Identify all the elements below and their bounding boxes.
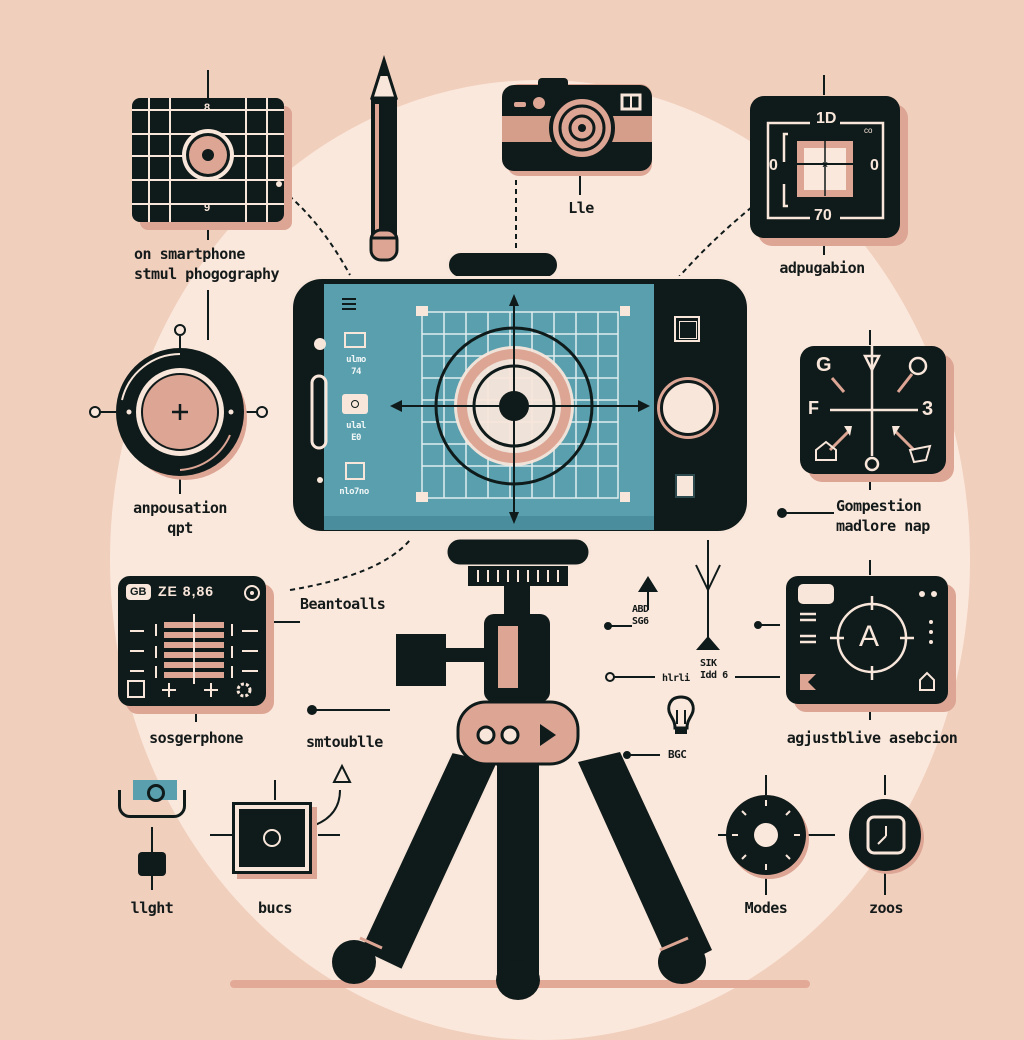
antenna-triangle-icon xyxy=(696,636,720,650)
warning-triangle-icon xyxy=(332,763,352,783)
settings-readout: ZE 8,86 xyxy=(158,583,215,599)
settings-icon[interactable] xyxy=(675,474,695,498)
composition-compass-icon xyxy=(815,346,932,472)
adjust-top-value: 1D xyxy=(816,110,837,127)
light-toggle[interactable] xyxy=(118,780,186,818)
shield-tag[interactable] xyxy=(798,584,834,604)
composition-left-glyph: F xyxy=(808,398,819,418)
composition-card[interactable]: G F 3 xyxy=(800,346,946,474)
lightbulb-icon xyxy=(667,695,695,734)
grid-card[interactable]: 8 9 xyxy=(132,98,284,222)
grid-top-value: 8 xyxy=(204,102,211,114)
smartphone[interactable]: ulmo 74 ulal E0 nlo7no xyxy=(290,276,750,536)
adjust-left-value: 0 xyxy=(769,157,778,174)
mount-b-label: SIK Idd 6 xyxy=(700,658,728,681)
screen-label-1: ulmo 74 xyxy=(346,355,366,377)
up-arrow-icon xyxy=(638,576,658,592)
slider-label: smtoublle xyxy=(306,733,383,751)
settings-sliders xyxy=(127,585,260,698)
mount-a-label: ABD SG6 xyxy=(632,604,649,627)
bulb-label: BGC xyxy=(668,748,687,761)
screen-label-2: ulal E0 xyxy=(346,421,366,443)
adjust-corner-tag: co xyxy=(864,126,873,135)
record-icon[interactable] xyxy=(342,394,368,414)
lens-dial-icon[interactable] xyxy=(80,320,280,520)
auto-card[interactable]: A xyxy=(786,576,948,704)
camera-icon[interactable] xyxy=(502,78,652,176)
mount-c-label: hlrli xyxy=(662,673,690,684)
zoom-watch-icon[interactable] xyxy=(846,796,926,876)
lens-dial-label: anpousation qpt xyxy=(133,499,227,537)
tripod xyxy=(320,530,720,1000)
adjust-bottom-value: 70 xyxy=(814,207,832,224)
svg-text:×: × xyxy=(822,160,828,171)
adjust-card-label: adpugabion xyxy=(779,259,865,277)
autofocus-reticle-icon xyxy=(800,591,937,691)
pencil-icon xyxy=(369,55,399,262)
bucs-label: bucs xyxy=(257,899,293,917)
modes-dial-icon[interactable] xyxy=(720,790,810,880)
crop-frame-icon: × xyxy=(766,121,885,220)
menu-icon[interactable] xyxy=(342,298,356,310)
shutter-button[interactable] xyxy=(660,380,716,436)
grid-focus-icon xyxy=(132,98,284,222)
settings-card[interactable]: GB ZE 8,86 xyxy=(118,576,266,706)
adjust-card[interactable]: × 1D 70 0 0 co xyxy=(750,96,900,238)
beantoalls-label: Beantoalls xyxy=(300,595,386,613)
frame-icon[interactable] xyxy=(344,332,366,348)
grid-bottom-value: 9 xyxy=(204,202,211,214)
modes-label: Modes xyxy=(744,899,788,917)
screen-overlay xyxy=(310,294,650,524)
zoos-label: zoos xyxy=(868,899,904,917)
gallery-icon[interactable] xyxy=(674,316,700,342)
phone-mount-top xyxy=(446,250,560,280)
light-label: llght xyxy=(130,899,174,917)
settings-badge: GB xyxy=(126,584,151,600)
grid-icon[interactable] xyxy=(345,462,365,480)
auto-mode-letter: A xyxy=(859,620,880,653)
composition-card-label: Gompestion madlore nap xyxy=(836,497,930,535)
auto-card-label: agjustblive asebcion xyxy=(786,729,958,747)
grid-card-label: on smartphone stmul phogography xyxy=(134,245,280,283)
adjust-right-value: 0 xyxy=(870,157,879,174)
camera-label: Lle xyxy=(568,199,594,217)
screen-label-3: nlo7no xyxy=(339,487,369,497)
bucs-icon[interactable] xyxy=(232,802,312,874)
light-switch-icon[interactable] xyxy=(138,852,166,876)
composition-right-glyph: 3 xyxy=(922,398,934,420)
composition-top-left-glyph: G xyxy=(816,354,832,376)
settings-card-label: sosgerphone xyxy=(149,729,243,747)
